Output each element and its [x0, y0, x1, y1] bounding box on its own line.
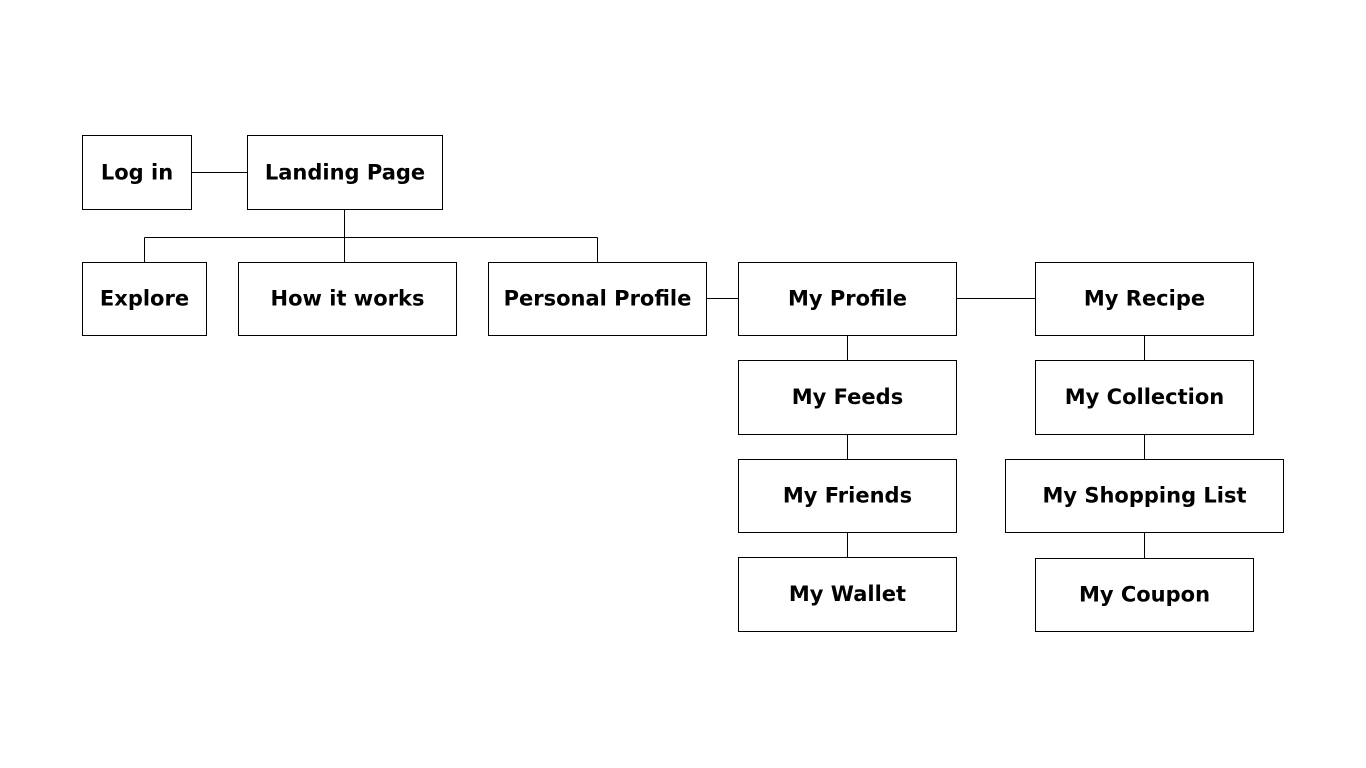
node-my-shopping-list: My Shopping List: [1005, 459, 1284, 533]
node-personal-profile: Personal Profile: [488, 262, 707, 336]
node-box: [82, 135, 192, 210]
node-label: My Shopping List: [1042, 484, 1246, 508]
node-box: [738, 262, 957, 336]
node-my-profile: My Profile: [738, 262, 957, 336]
node-my-coupon: My Coupon: [1035, 558, 1254, 632]
node-box: [82, 262, 207, 336]
node-box: [738, 459, 957, 533]
node-landing-page: Landing Page: [247, 135, 443, 210]
node-my-recipe: My Recipe: [1035, 262, 1254, 336]
node-label: Log in: [101, 161, 173, 185]
connectors: [144, 172, 1145, 559]
node-how-it-works: How it works: [238, 262, 457, 336]
node-label: My Wallet: [789, 582, 906, 606]
node-label: My Coupon: [1079, 583, 1210, 607]
node-label: Personal Profile: [504, 287, 692, 311]
node-box: [1035, 558, 1254, 632]
node-label: Landing Page: [265, 161, 425, 185]
node-label: My Profile: [788, 287, 907, 311]
node-label: My Friends: [783, 484, 912, 508]
node-my-friends: My Friends: [738, 459, 957, 533]
node-label: My Collection: [1065, 385, 1224, 409]
node-box: [1035, 360, 1254, 435]
node-my-wallet: My Wallet: [738, 557, 957, 632]
node-box: [488, 262, 707, 336]
node-box: [247, 135, 443, 210]
node-label: Explore: [100, 287, 189, 311]
node-my-feeds: My Feeds: [738, 360, 957, 435]
node-box: [1035, 262, 1254, 336]
node-box: [238, 262, 457, 336]
node-log-in: Log in: [82, 135, 192, 210]
node-my-collection: My Collection: [1035, 360, 1254, 435]
node-label: My Feeds: [792, 385, 903, 409]
node-box: [738, 557, 957, 632]
node-box: [738, 360, 957, 435]
node-label: My Recipe: [1084, 287, 1205, 311]
node-box: [1005, 459, 1284, 533]
node-explore: Explore: [82, 262, 207, 336]
node-label: How it works: [271, 287, 425, 311]
